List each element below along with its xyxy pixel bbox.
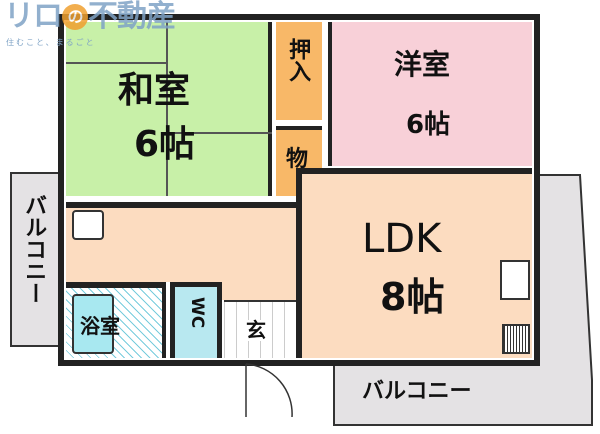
- washitsu-name: 和室: [118, 70, 191, 111]
- balcony-left-label: バルコニー: [21, 194, 47, 304]
- genkan: 玄: [224, 300, 296, 358]
- logo-tagline: 住むこと、まるごと: [6, 38, 96, 47]
- mono-name: 物: [286, 147, 309, 172]
- bath-name: 浴室: [80, 314, 120, 338]
- balcony-left: バルコニー: [10, 172, 64, 347]
- youshitsu-size: 6帖: [406, 110, 451, 140]
- wc-name: WC: [186, 297, 207, 329]
- washbasin: [72, 210, 104, 240]
- balcony-bottom-label: バルコニー: [362, 379, 472, 404]
- hallway: [66, 202, 296, 282]
- kitchen-sink: [500, 260, 530, 300]
- ldk-size: 8帖: [380, 275, 445, 319]
- entrance-door[interactable]: [244, 362, 294, 422]
- room-bath: 浴室: [66, 282, 166, 358]
- washitsu-size: 6帖: [134, 124, 196, 165]
- oshiire-name: 押入: [285, 38, 311, 82]
- stove: [502, 324, 530, 354]
- logo: リロの不動産: [4, 0, 176, 34]
- room-ldk: LDK 8帖: [296, 168, 532, 358]
- bathtub: [72, 294, 114, 354]
- room-wc: WC: [170, 282, 222, 358]
- youshitsu-name: 洋室: [394, 48, 451, 81]
- room-youshitsu: 洋室 6帖: [328, 22, 532, 166]
- room-washitsu: 和室 6帖: [66, 22, 272, 196]
- ldk-name: LDK: [362, 216, 442, 262]
- hallway-lower: [222, 282, 296, 300]
- genkan-name: 玄: [246, 318, 266, 342]
- room-oshiire: 押入: [276, 22, 322, 120]
